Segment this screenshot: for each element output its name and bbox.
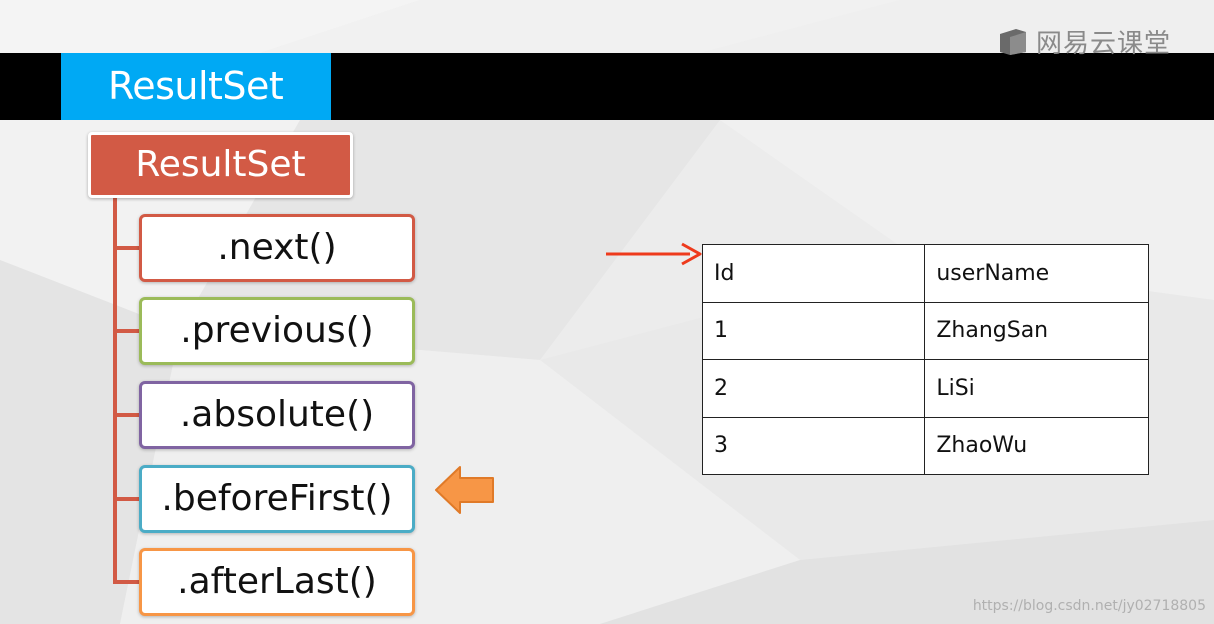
table-row: 3 ZhaoWu — [701, 416, 1149, 475]
table-cell: ZhangSan — [924, 301, 1149, 360]
table-row: 1 ZhangSan — [701, 301, 1149, 360]
netease-cloud-classroom-logo-icon — [1000, 29, 1026, 55]
method-absolute: .absolute() — [139, 381, 415, 449]
table-cell: LiSi — [924, 359, 1149, 418]
table-cell: 3 — [701, 416, 926, 475]
tree-branch-line — [113, 246, 141, 250]
tree-branch-line — [113, 413, 141, 417]
table-header-cell: Id — [701, 244, 926, 303]
table-row: 2 LiSi — [701, 359, 1149, 418]
resultset-root-node: ResultSet — [88, 132, 353, 198]
method-previous: .previous() — [139, 297, 415, 365]
method-before-first: .beforeFirst() — [139, 465, 415, 533]
red-right-arrow-icon — [606, 242, 702, 266]
tree-branch-line — [113, 580, 141, 584]
tree-trunk-line — [113, 196, 117, 584]
orange-left-arrow-icon — [435, 466, 494, 514]
slide-title: ResultSet — [61, 53, 331, 120]
table-header-cell: userName — [924, 244, 1149, 303]
table-cell: 2 — [701, 359, 926, 418]
watermark-url: https://blog.csdn.net/jy02718805 — [972, 598, 1206, 614]
table-cell: ZhaoWu — [924, 416, 1149, 475]
tree-branch-line — [113, 329, 141, 333]
table-header-row: Id userName — [701, 244, 1149, 303]
logo: 网易云课堂 — [998, 24, 1172, 59]
result-table: Id userName 1 ZhangSan 2 LiSi 3 ZhaoWu — [701, 244, 1149, 475]
method-after-last: .afterLast() — [139, 548, 415, 616]
table-cell: 1 — [701, 301, 926, 360]
tree-branch-line — [113, 497, 141, 501]
logo-text: 网易云课堂 — [1036, 28, 1172, 59]
method-next: .next() — [139, 214, 415, 282]
